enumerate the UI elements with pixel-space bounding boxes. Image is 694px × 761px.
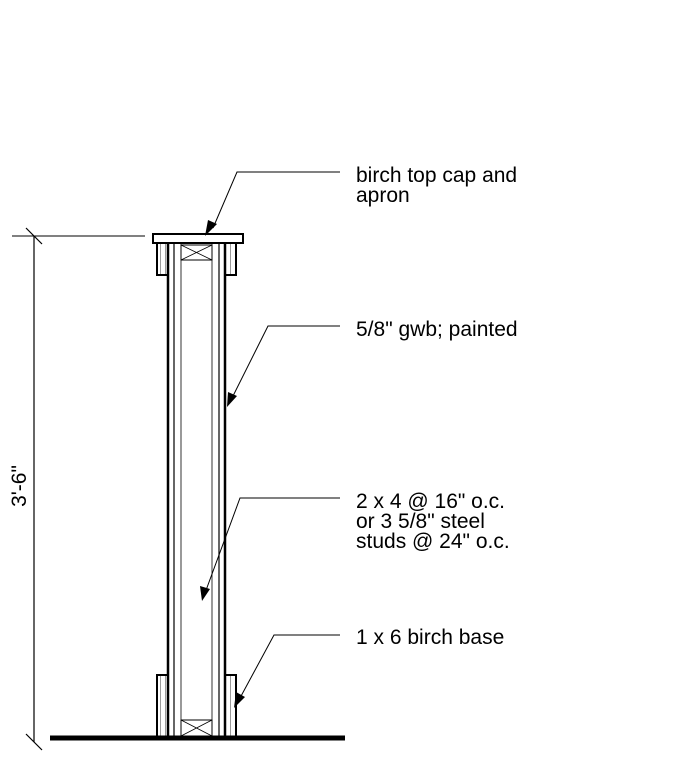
note-studs-line-2: or 3 5/8" steel — [356, 510, 485, 533]
note-studs: 2 x 4 @ 16" o.c. or 3 5/8" steel studs @… — [356, 490, 510, 553]
note-base-line-1: 1 x 6 birch base — [356, 626, 505, 649]
leader-gwb — [227, 325, 340, 407]
height-dimension — [12, 227, 145, 751]
note-studs-line-3: studs @ 24" o.c. — [356, 530, 510, 553]
note-gwb: 5/8" gwb; painted — [356, 318, 518, 341]
leader-base — [234, 634, 340, 708]
apron-right — [224, 242, 237, 276]
top-plate — [180, 244, 213, 261]
leader-studs — [200, 497, 340, 601]
note-gwb-line-1: 5/8" gwb; painted — [356, 318, 518, 341]
height-dimension-label: 3'-6" — [8, 465, 31, 507]
note-studs-line-1: 2 x 4 @ 16" o.c. — [356, 490, 506, 513]
note-top-cap-line-2: apron — [356, 184, 410, 207]
note-top-cap-line-1: birch top cap and — [356, 164, 518, 187]
note-base: 1 x 6 birch base — [356, 626, 505, 649]
note-top-cap: birch top cap and apron — [356, 164, 518, 207]
birch-base-left — [156, 674, 169, 738]
bottom-plate — [180, 719, 213, 737]
birch-top-cap — [152, 233, 244, 244]
leader-top-cap — [205, 171, 340, 236]
apron-left — [156, 242, 169, 276]
